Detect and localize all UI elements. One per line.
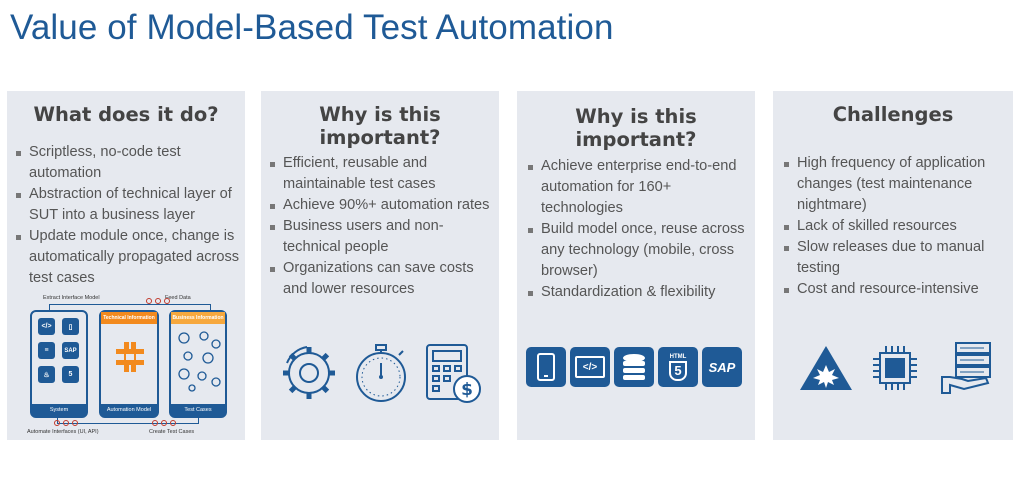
sap-icon: SAP — [62, 342, 79, 359]
html5-icon: HTML 5 — [658, 347, 698, 387]
bullet-item: High frequency of application changes (t… — [783, 153, 1009, 216]
automate-label: Automate Interfaces (UI, API) — [27, 429, 99, 435]
automation-model-label: Automation Model — [101, 404, 157, 416]
card-heading: Challenges — [832, 103, 954, 126]
bullet-item: Organizations can save costs and lower r… — [269, 258, 494, 300]
automation-model-column: Technical Information Automation Model — [99, 310, 159, 418]
test-cases-label: Test Cases — [171, 404, 225, 416]
gear-icon — [283, 346, 335, 399]
bullet-item: Abstraction of technical layer of SUT in… — [15, 184, 240, 226]
small-gears-icon — [152, 420, 176, 426]
bullet-item: Efficient, reusable and maintainable tes… — [269, 153, 494, 195]
html5-icon: 5 — [62, 366, 79, 383]
svg-text:$: $ — [461, 380, 473, 400]
bullet-item: Achieve enterprise end-to-end automation… — [527, 156, 752, 219]
card-why-important-1: Why is this important? Efficient, reusab… — [261, 91, 499, 440]
cpu-chip-icon — [873, 346, 917, 390]
business-info-label: Business Information — [171, 312, 225, 324]
bullet-item: Update module once, change is automatica… — [15, 226, 240, 289]
bullet-item: Business users and non-technical people — [269, 216, 494, 258]
bullet-item: Lack of skilled resources — [783, 216, 1009, 237]
system-column: </> ▯ ≡ SAP ♨ 5 System — [30, 310, 88, 418]
architecture-diagram: Extract Interface Model Feed Data </> ▯ … — [27, 294, 237, 438]
bullet-item: Cost and resource-intensive — [783, 279, 1009, 300]
database-icon: ≡ — [38, 342, 55, 359]
icon-row — [798, 341, 996, 395]
card-heading: Why is this important? — [575, 105, 697, 151]
system-label: System — [32, 404, 86, 416]
bullet-list: Efficient, reusable and maintainable tes… — [269, 153, 494, 300]
bullet-item: Achieve 90%+ automation rates — [269, 195, 494, 216]
technology-tiles: </> HTML 5 SAP — [526, 347, 746, 387]
bullet-list: Scriptless, no-code test automation Abst… — [15, 142, 240, 289]
code-icon: </> — [38, 318, 55, 335]
bullet-item: Slow releases due to manual testing — [783, 237, 1009, 279]
page-title: Value of Model-Based Test Automation — [10, 8, 614, 47]
card-heading: Why is this important? — [319, 103, 441, 149]
bullet-item: Build model once, reuse across any techn… — [527, 219, 752, 282]
code-window-icon: </> — [570, 347, 610, 387]
automation-logo-icon — [116, 342, 144, 372]
card-challenges: Challenges High frequency of application… — [773, 91, 1013, 440]
card-what-does-it-do: What does it do? Scriptless, no-code tes… — [7, 91, 245, 440]
top-connector — [49, 304, 211, 311]
bullet-list: High frequency of application changes (t… — [783, 153, 1009, 300]
warning-triangle-icon — [800, 346, 852, 390]
small-gears-icon — [146, 298, 170, 304]
card-heading: What does it do? — [33, 103, 219, 126]
hand-documents-icon — [941, 342, 991, 394]
bullet-list: Achieve enterprise end-to-end automation… — [527, 156, 752, 303]
sap-icon: SAP — [702, 347, 742, 387]
bullet-item: Standardization & flexibility — [527, 282, 752, 303]
bullet-item: Scriptless, no-code test automation — [15, 142, 240, 184]
feed-label: Feed Data — [165, 295, 191, 301]
database-icon — [614, 347, 654, 387]
calculator-dollar-icon: $ — [426, 344, 481, 403]
mobile-icon: ▯ — [62, 318, 79, 335]
mobile-icon — [526, 347, 566, 387]
card-why-important-2: Why is this important? Achieve enterpris… — [517, 91, 755, 440]
test-cases-column: Business Information Test Cases — [169, 310, 227, 418]
stopwatch-icon — [356, 344, 406, 402]
java-icon: ♨ — [38, 366, 55, 383]
gears-icon — [178, 331, 221, 392]
technical-info-label: Technical Information — [101, 312, 157, 324]
small-gears-icon — [54, 420, 78, 426]
create-label: Create Test Cases — [149, 429, 195, 435]
extract-label: Extract Interface Model — [43, 295, 100, 301]
icon-row: $ — [277, 341, 483, 405]
